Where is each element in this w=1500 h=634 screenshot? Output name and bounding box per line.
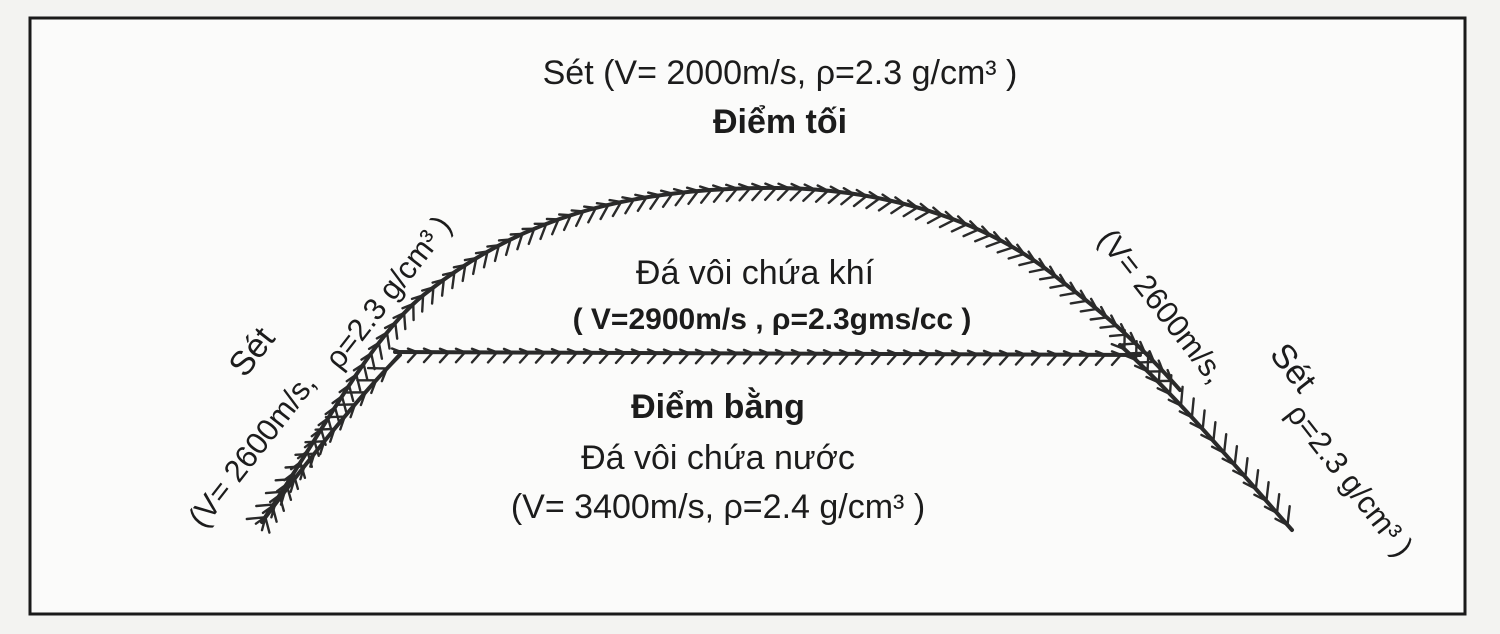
- water-limestone-label: Đá vôi chứa nước: [581, 439, 855, 477]
- flat-spot-contact-hatching: [390, 347, 1124, 367]
- anticline-top-boundary: [260, 185, 1182, 524]
- flat-spot-label: Điểm bằng: [631, 388, 805, 426]
- right-flank-boundary-hatching: [1110, 329, 1291, 527]
- dark-spot-label: Điểm tối: [712, 103, 848, 141]
- gas-limestone-props: ( V=2900m/s , ρ=2.3gms/cc ): [572, 303, 972, 336]
- left-flank-boundary-hatching: [245, 366, 389, 532]
- top-layer-label: Sét (V= 2000m/s, ρ=2.3 g/cm³ ): [542, 54, 1018, 92]
- water-limestone-props: (V= 3400m/s, ρ=2.4 g/cm³ ): [510, 488, 926, 526]
- left-flank-boundary: [260, 353, 402, 524]
- gas-limestone-label: Đá vôi chứa khí: [635, 254, 875, 292]
- right-flank-boundary: [1118, 343, 1294, 532]
